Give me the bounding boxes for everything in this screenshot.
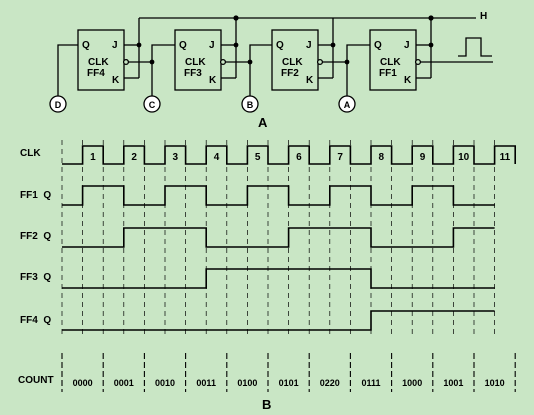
count-value: 1001 <box>443 378 463 388</box>
clock-pulse-number: 2 <box>131 152 137 163</box>
clock-pulse-number: 6 <box>296 152 302 163</box>
output-c-circle <box>143 95 161 113</box>
output-b-label: B <box>247 100 254 110</box>
count-value: 1010 <box>485 378 505 388</box>
ff1-q-label: Q <box>374 40 382 51</box>
output-b-circle <box>241 95 259 113</box>
ff3-k-label: K <box>209 75 217 86</box>
ff1-k-label: K <box>404 75 412 86</box>
clock-pulse-number: 5 <box>255 152 261 163</box>
part-b-label: B <box>262 397 271 412</box>
ff2-clk-bubble <box>316 58 324 66</box>
row-label-ff1: FF1 Q <box>20 190 51 201</box>
junction-dot <box>136 42 142 48</box>
ff1-name: FF1 <box>379 68 397 79</box>
ff3-j-label: J <box>209 40 215 51</box>
ff2-q-to-ff3-clk <box>225 44 272 63</box>
ff3-clk-bubble <box>219 58 227 66</box>
ff4-k-label: K <box>112 75 120 86</box>
count-value: 0220 <box>320 378 340 388</box>
clock-pulse-symbol <box>458 37 492 57</box>
ff1-clk-label: CLK <box>380 57 401 68</box>
count-value: 0000 <box>73 378 93 388</box>
row-label-ff3: FF3 Q <box>20 272 51 283</box>
ff2-k-label: K <box>306 75 314 86</box>
ff3-q-to-ff4-clk <box>128 44 175 63</box>
ff2-waveform <box>62 227 495 248</box>
output-c-label: C <box>149 100 156 110</box>
ff4-name: FF4 <box>87 68 105 79</box>
junction-dot <box>233 15 239 21</box>
part-a-label: A <box>258 115 268 130</box>
timing-diagram: 1 2 3 4 5 6 7 8 9 10 11 0000 0001 0010 0011 0100 0101 022… <box>61 140 517 392</box>
ff2-name: FF2 <box>281 68 299 79</box>
count-value: 0100 <box>237 378 257 388</box>
clock-pulse-number: 9 <box>420 152 426 163</box>
clock-pulse-number: 11 <box>500 152 511 163</box>
ff2-j-label: J <box>306 40 312 51</box>
count-label: COUNT <box>18 375 54 386</box>
ff4-q-output-wire <box>57 44 78 96</box>
ff3-name: FF3 <box>184 68 202 79</box>
ff4-clk-label: CLK <box>88 57 109 68</box>
junction-dot <box>149 59 155 65</box>
row-label-ff2: FF2 Q <box>20 231 51 242</box>
row-label-clk: CLK <box>20 148 41 159</box>
ff3-q-label: Q <box>179 40 187 51</box>
clock-pulse-number: 7 <box>337 152 343 163</box>
clk-waveform <box>62 145 517 165</box>
clock-pulse-number: 1 <box>90 152 96 163</box>
ff4-q-label: Q <box>82 40 90 51</box>
count-value: 0010 <box>155 378 175 388</box>
ff1-q-to-ff2-clk <box>322 44 370 63</box>
h-label: H <box>480 11 487 22</box>
count-value: 0011 <box>196 378 216 388</box>
clock-pulse-number: 8 <box>379 152 385 163</box>
junction-dot <box>233 42 239 48</box>
ff3-waveform <box>62 268 495 289</box>
ff1-clk-bubble <box>414 58 422 66</box>
ff3-clk-label: CLK <box>185 57 206 68</box>
count-value: 1000 <box>402 378 422 388</box>
row-label-ff4: FF4 Q <box>20 315 51 326</box>
circuit-schematic <box>49 15 493 113</box>
ff2-clk-label: CLK <box>282 57 303 68</box>
count-value: 0111 <box>361 378 380 388</box>
ff4-j-label: J <box>112 40 118 51</box>
junction-dot <box>428 15 434 21</box>
output-a-label: A <box>344 100 351 110</box>
ff1-j-label: J <box>404 40 410 51</box>
ff4-waveform <box>62 310 495 331</box>
count-value: 0101 <box>279 378 299 388</box>
junction-dot <box>344 59 350 65</box>
clock-pulse-number: 10 <box>458 152 470 163</box>
output-d-label: D <box>55 100 62 110</box>
junction-dot <box>428 42 434 48</box>
junction-dot <box>247 59 253 65</box>
ff1-waveform <box>62 185 495 206</box>
junction-dot <box>330 42 336 48</box>
output-a-circle <box>338 95 356 113</box>
output-d-circle <box>49 95 67 113</box>
count-value: 0001 <box>114 378 134 388</box>
ff4-clk-bubble <box>122 58 130 66</box>
clock-pulse-number: 3 <box>173 152 179 163</box>
ff2-q-label: Q <box>276 40 284 51</box>
clock-pulse-number: 4 <box>214 152 220 163</box>
